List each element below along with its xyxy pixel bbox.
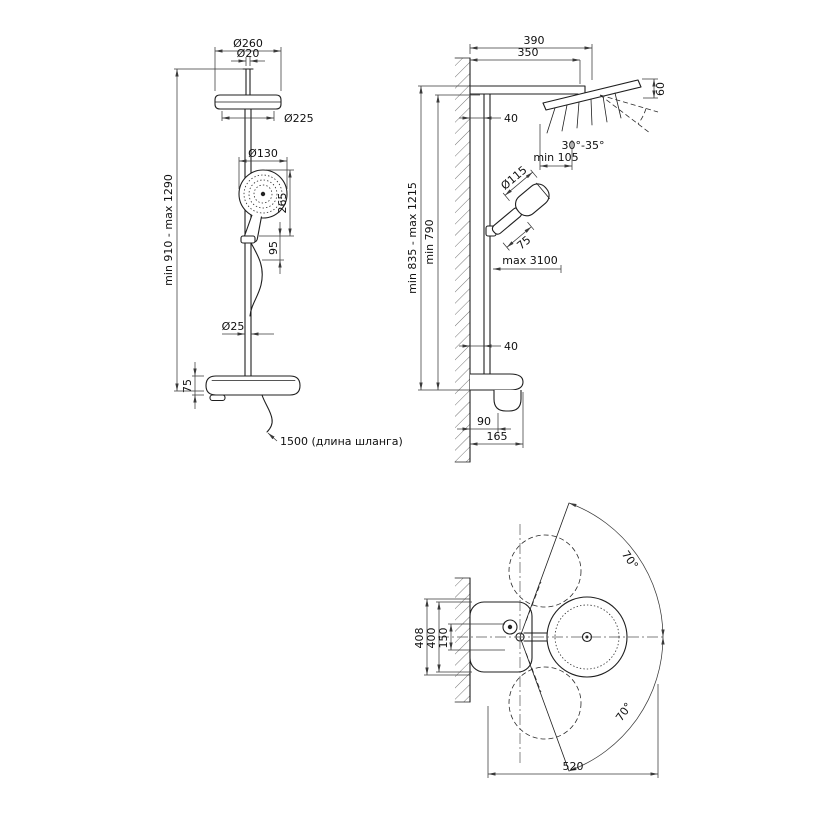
dim-mixer-depth: 90 bbox=[457, 413, 511, 433]
dim-hose-max: max 3100 bbox=[493, 254, 562, 273]
shelf-front bbox=[205, 375, 301, 402]
dim-plate-diameter-label: Ø225 bbox=[284, 112, 314, 125]
dim-depth-outer: 408 bbox=[413, 598, 470, 676]
dim-wall-offset-bottom-label: 40 bbox=[504, 340, 518, 353]
dim-wall-offset-top: 40 bbox=[459, 112, 518, 125]
dim-depth-inner-label: 400 bbox=[425, 628, 438, 649]
dim-pipe-diameter: Ø20 bbox=[231, 47, 265, 66]
hand-shower-side: Ø115 75 bbox=[491, 164, 550, 252]
dim-center-offset: 150 bbox=[437, 623, 505, 651]
dim-shelf-thickness-label: 75 bbox=[181, 379, 194, 393]
dim-reach: 520 bbox=[487, 684, 659, 778]
dim-hand-shower-width-label: 75 bbox=[514, 233, 533, 252]
hose-length-callout: 1500 (длина шланга) bbox=[267, 432, 403, 448]
dim-hand-shower-length-label: 265 bbox=[276, 193, 289, 214]
overhead-shower-front bbox=[214, 68, 282, 110]
spray-lines bbox=[546, 92, 622, 134]
wall-section-side bbox=[454, 57, 471, 463]
dim-head-clearance-label: min 105 bbox=[533, 151, 578, 164]
dim-height-range-side: min 835 - max 1215 bbox=[406, 85, 480, 391]
dim-mixer-depth-label: 90 bbox=[477, 415, 491, 428]
dim-arm-to-center: 350 bbox=[470, 46, 581, 84]
wall-section-top bbox=[454, 577, 471, 703]
dim-holder-offset: 95 bbox=[262, 222, 284, 274]
mixer-knob-top bbox=[502, 619, 518, 635]
dim-head-diameter: Ø260 bbox=[214, 37, 282, 91]
shower-arm-side bbox=[469, 85, 586, 95]
dim-shelf-depth: 165 bbox=[470, 392, 524, 448]
shelf-side bbox=[470, 373, 524, 412]
dim-plate-diameter: Ø225 bbox=[221, 111, 314, 125]
hand-shower-holder bbox=[240, 235, 256, 244]
dim-hand-shower-length: 265 bbox=[259, 169, 294, 237]
lower-hose-front bbox=[261, 394, 273, 433]
dim-depth-outer-label: 408 bbox=[413, 628, 426, 649]
mixer-side bbox=[493, 390, 522, 412]
dim-swivel-down-label: 70° bbox=[613, 700, 635, 723]
hand-shower-front bbox=[238, 169, 288, 244]
dim-arm-total-label: 390 bbox=[524, 34, 545, 47]
mixer-handle-front bbox=[209, 394, 226, 402]
dim-depth-inner: 400 bbox=[425, 601, 472, 673]
dim-column-diameter: Ø25 bbox=[222, 320, 274, 336]
front-view: Ø260 Ø20 Ø225 Ø130 265 95 bbox=[162, 37, 403, 448]
dim-hose-max-label: max 3100 bbox=[502, 254, 557, 267]
dim-column-height: min 790 bbox=[423, 94, 480, 390]
dim-head-height-label: 60 bbox=[654, 82, 667, 96]
shower-arm-top bbox=[523, 632, 550, 642]
dim-column-height-label: min 790 bbox=[423, 219, 436, 264]
dim-arm-total: 390 bbox=[469, 34, 593, 80]
dim-swivel-up-label: 70° bbox=[619, 548, 641, 571]
dim-height-range-side-label: min 835 - max 1215 bbox=[406, 182, 419, 294]
dim-head-clearance: min 105 bbox=[533, 124, 579, 170]
top-view: 70° 70° 408 400 150 520 bbox=[413, 502, 666, 778]
dim-pipe-diameter-label: Ø20 bbox=[237, 47, 260, 60]
dim-height-range-front-label: min 910 - max 1290 bbox=[162, 174, 175, 286]
overhead-shower-side bbox=[542, 79, 659, 134]
dim-arm-to-center-label: 350 bbox=[518, 46, 539, 59]
dim-column-diameter-label: Ø25 bbox=[222, 320, 245, 333]
dim-shelf-depth-label: 165 bbox=[487, 430, 508, 443]
tilt-range-lines bbox=[599, 94, 659, 134]
dim-reach-label: 520 bbox=[563, 760, 584, 773]
dim-holder-offset-label: 95 bbox=[267, 241, 280, 255]
dim-head-height: 60 bbox=[642, 78, 667, 99]
hand-shower-hose bbox=[249, 242, 263, 317]
dim-head-diameter-label: Ø260 bbox=[233, 37, 263, 50]
dim-hand-shower-diameter-label: Ø130 bbox=[248, 147, 278, 160]
hose-length-label: 1500 (длина шланга) bbox=[280, 435, 403, 448]
dim-wall-offset-bottom: 40 bbox=[459, 340, 518, 353]
dim-hand-shower-width: 75 bbox=[502, 221, 535, 252]
side-view: Ø115 75 390 350 60 bbox=[406, 34, 667, 463]
dim-shelf-thickness: 75 bbox=[181, 362, 204, 409]
dim-height-range-front: min 910 - max 1290 bbox=[162, 68, 243, 392]
dim-center-offset-label: 150 bbox=[437, 628, 450, 649]
dim-hand-shower-diameter: Ø130 bbox=[238, 147, 288, 189]
dim-wall-offset-top-label: 40 bbox=[504, 112, 518, 125]
